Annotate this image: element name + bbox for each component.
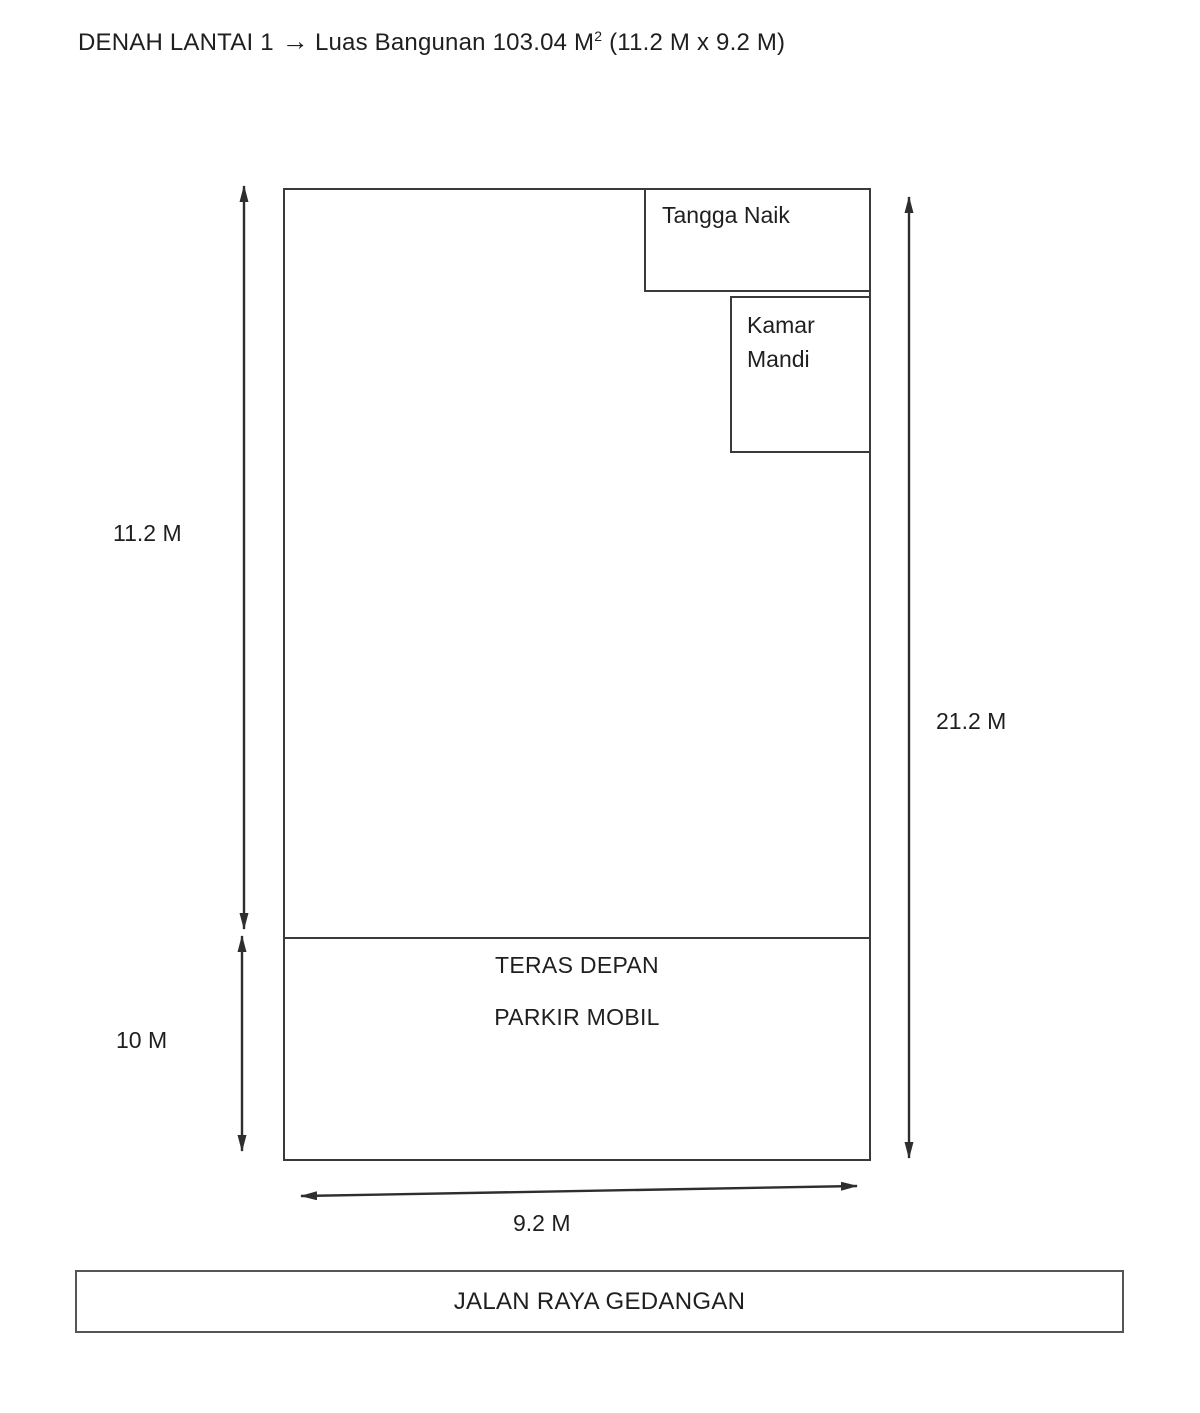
title-text-left: DENAH LANTAI 1 [78,29,274,56]
dimension-label-10m: 10 M [116,1027,168,1053]
kamar-mandi-label-line2: Mandi [747,346,810,372]
dimension-arrow-bottom [300,1181,858,1201]
page-title: DENAH LANTAI 1 →Luas Bangunan 103.04 M2 (… [78,26,785,57]
road-label: JALAN RAYA GEDANGAN [453,1287,746,1315]
dimension-label-9-2m: 9.2 M [513,1210,571,1236]
road-box: JALAN RAYA GEDANGAN [75,1270,1124,1333]
teras-divider-line [285,937,869,939]
tangga-naik-label: Tangga Naik [662,202,790,228]
title-text-area: Luas Bangunan 103.04 M [314,29,595,56]
title-text-size: (11.2 M x 9.2 M) [602,29,786,56]
parkir-mobil-label: PARKIR MOBIL [494,1004,660,1030]
title-superscript: 2 [594,28,603,44]
room-kamar-mandi: Kamar Mandi [730,296,871,453]
room-tangga-naik: Tangga Naik [644,188,871,292]
building-outline: Tangga Naik Kamar Mandi TERAS DEPAN PARK… [283,188,871,1161]
arrow-right-icon: → [281,26,309,56]
dimension-label-21-2m: 21.2 M [936,708,1007,734]
kamar-mandi-label-line1: Kamar [747,312,815,338]
dimension-label-11-2m: 11.2 M [113,520,182,546]
teras-depan-label: TERAS DEPAN [495,952,659,978]
